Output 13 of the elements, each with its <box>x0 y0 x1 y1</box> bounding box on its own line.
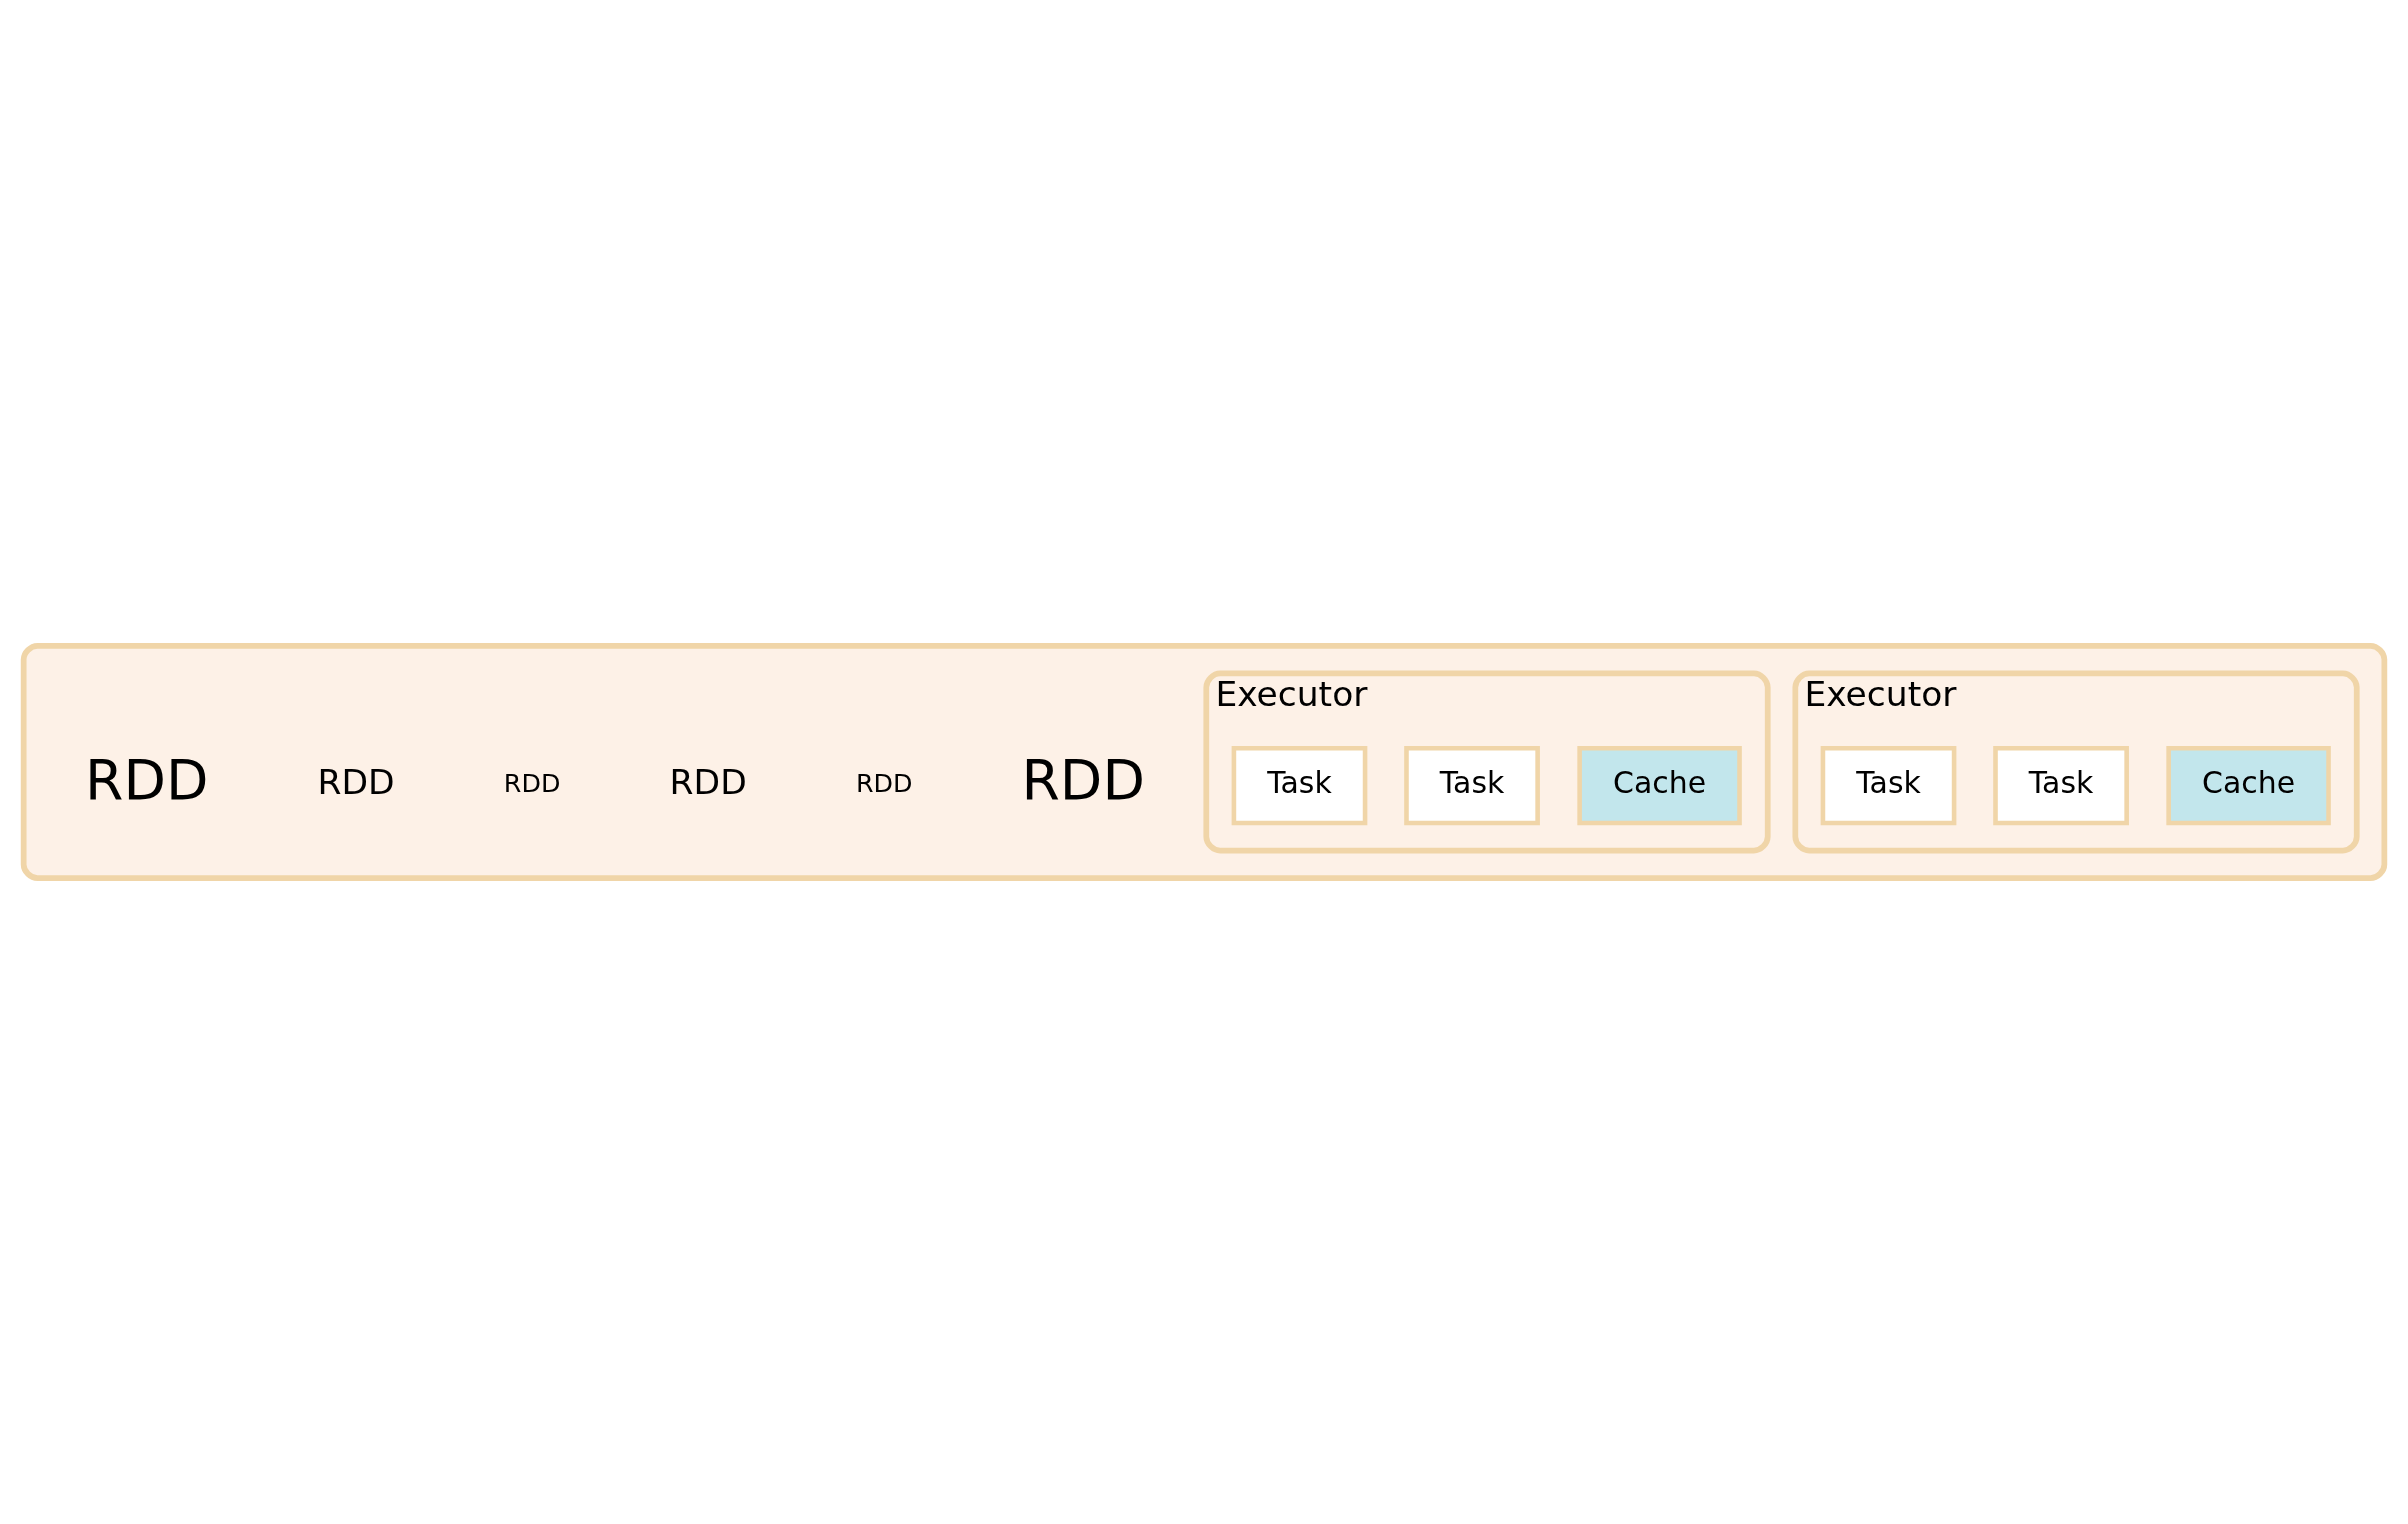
cluster <box>20 642 2388 882</box>
node-box: Task <box>1993 745 2129 826</box>
label: RDD <box>669 762 747 803</box>
label: RDD <box>1021 748 1145 813</box>
node-box: Task <box>1404 745 1540 826</box>
label: RDD <box>503 769 561 799</box>
node-box: Cache <box>1577 745 1742 826</box>
node-box: Task <box>1231 745 1368 826</box>
label: RDD <box>85 748 209 813</box>
label: RDD <box>855 769 913 799</box>
node-box: Cache <box>2166 745 2331 826</box>
label: RDD <box>317 762 395 803</box>
node-box: Task <box>1820 745 1957 826</box>
